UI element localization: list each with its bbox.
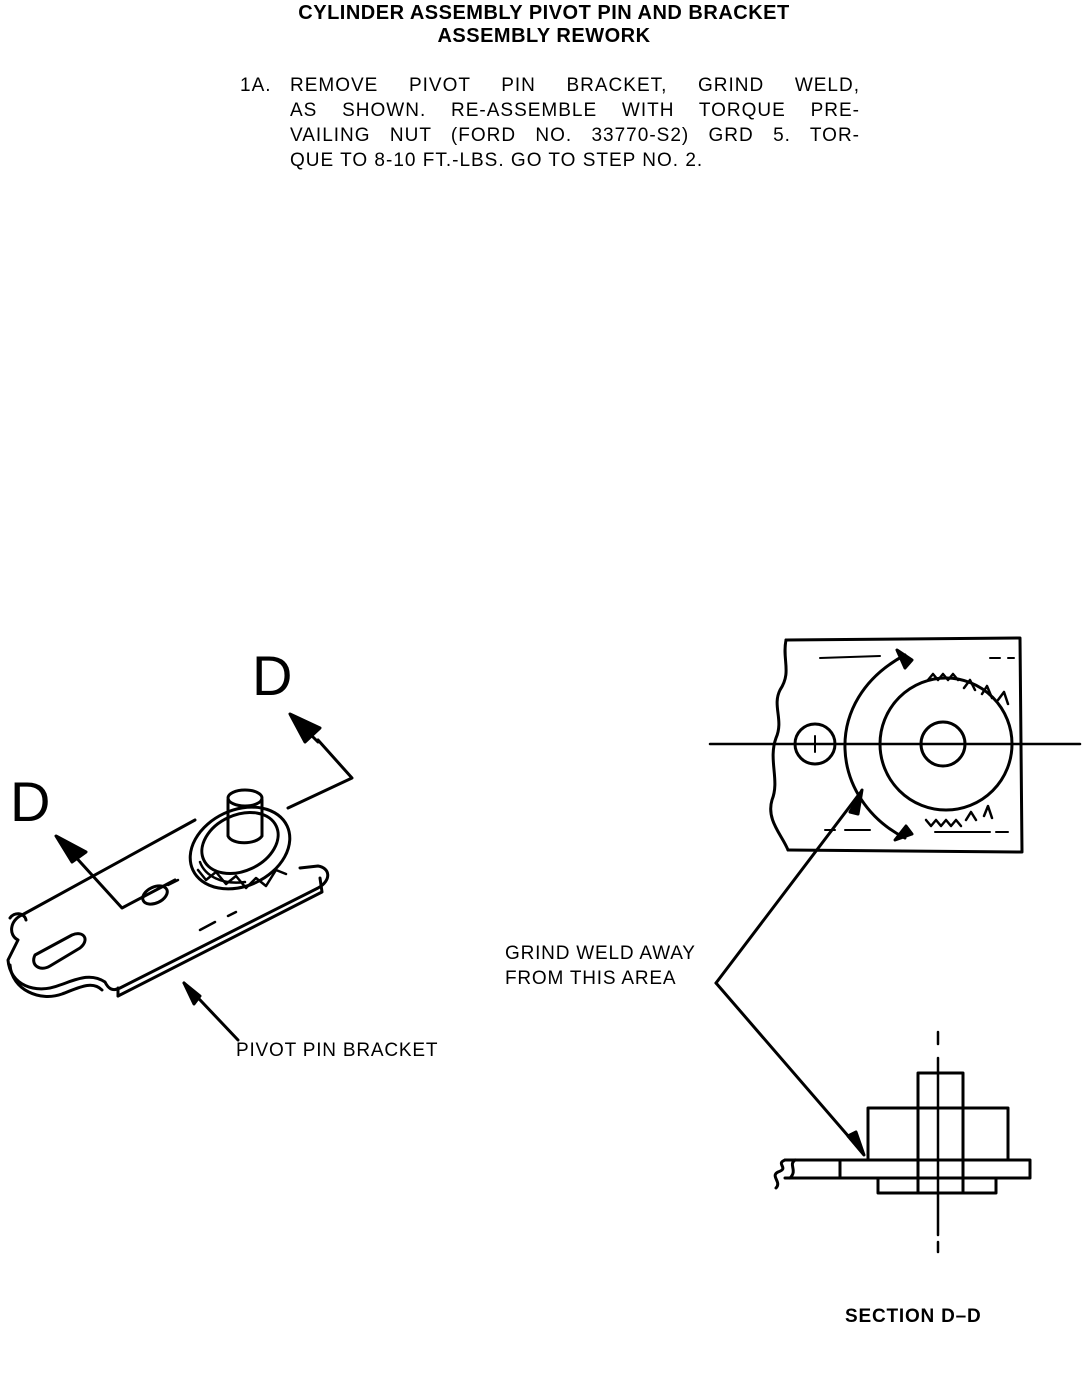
section-caption: SECTION D–D	[845, 1306, 982, 1327]
pivot-pin-bracket-label: PIVOT PIN BRACKET	[236, 1040, 439, 1061]
step-number: 1A.	[240, 75, 272, 96]
step-line-1: REMOVE PIVOT PIN BRACKET, GRIND WELD,	[290, 75, 860, 96]
section-marker-left: D	[10, 770, 51, 833]
plan-view-drawing	[708, 636, 1082, 854]
section-marker-top: D	[252, 644, 293, 707]
section-view-drawing	[773, 1030, 1032, 1254]
instruction-step: 1A. REMOVE PIVOT PIN BRACKET, GRIND WELD…	[240, 73, 860, 173]
step-line-2: AS SHOWN. RE-ASSEMBLE WITH TORQUE PRE-	[290, 100, 860, 121]
title-line-2: ASSEMBLY REWORK	[437, 25, 651, 47]
title-line-1: CYLINDER ASSEMBLY PIVOT PIN AND BRACKET	[298, 2, 790, 24]
grind-weld-label-line-1: GRIND WELD AWAY	[505, 943, 696, 964]
grind-weld-leaders	[714, 788, 866, 1157]
grind-weld-label-line-2: FROM THIS AREA	[505, 968, 677, 989]
pivot-pin-bracket-drawing	[6, 712, 354, 1042]
step-line-4: QUE TO 8-10 FT.-LBS. GO TO STEP NO. 2.	[290, 150, 704, 171]
step-line-3: VAILING NUT (FORD NO. 33770-S2) GRD 5. T…	[290, 125, 860, 146]
